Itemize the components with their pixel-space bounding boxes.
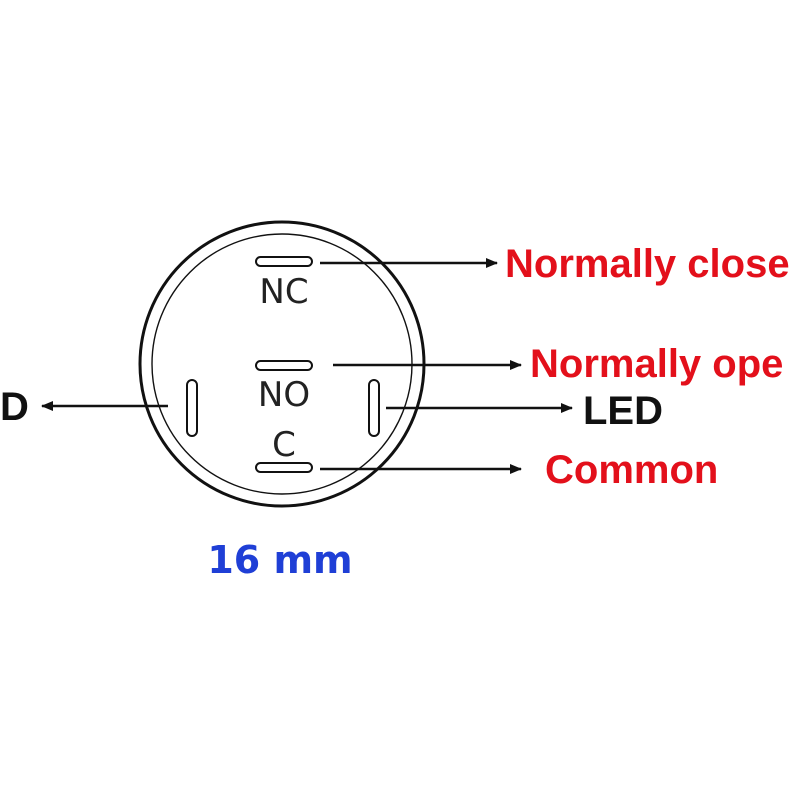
terminals <box>186 256 380 473</box>
terminal-c <box>255 462 313 473</box>
callout-common: Common <box>545 448 718 492</box>
terminal-no <box>255 360 313 371</box>
callout-led-right: LED <box>583 389 663 433</box>
pin-label-nc: NC <box>259 272 308 312</box>
terminal-led-right <box>368 379 380 437</box>
terminal-nc <box>255 256 313 267</box>
size-label: 16 mm <box>207 538 352 582</box>
callout-normally-close: Normally close <box>505 242 790 286</box>
callout-normally-open: Normally ope <box>530 342 783 386</box>
leader-arrows <box>41 258 573 474</box>
pin-label-no: NO <box>258 375 310 415</box>
callout-led-left: D <box>0 385 29 429</box>
terminal-led-left <box>186 379 198 437</box>
pin-label-c: C <box>272 425 296 465</box>
